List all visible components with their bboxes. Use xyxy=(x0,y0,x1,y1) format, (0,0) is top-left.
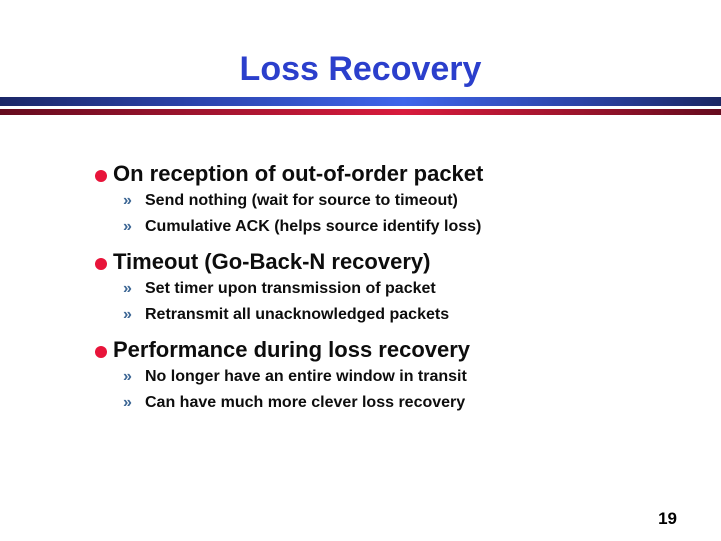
bullet-dot-icon xyxy=(95,258,107,270)
bullet-group: On reception of out-of-order packet » Se… xyxy=(95,160,706,240)
bullet-dot-icon xyxy=(95,346,107,358)
page-number: 19 xyxy=(658,509,677,528)
bullet-heading: Performance during loss recovery xyxy=(113,337,471,362)
sub-bullet-item: » No longer have an entire window in tra… xyxy=(95,364,706,390)
title-divider-blue-bar xyxy=(0,97,721,106)
slide-title: Loss Recovery xyxy=(239,50,482,88)
sub-bullet-label: Can have much more clever loss recovery xyxy=(145,394,466,411)
sub-bullet-item: » Send nothing (wait for source to timeo… xyxy=(95,188,706,214)
double-chevron-icon: » xyxy=(123,306,132,323)
bullet-group: Performance during loss recovery » No lo… xyxy=(95,336,706,416)
double-chevron-icon: » xyxy=(123,394,132,411)
bullet-heading-row: On reception of out-of-order packet xyxy=(95,160,706,188)
title-divider-red-bar xyxy=(0,109,721,115)
sub-bullet-item: » Cumulative ACK (helps source identify … xyxy=(95,214,706,240)
double-chevron-icon: » xyxy=(123,368,132,385)
bullet-heading: On reception of out-of-order packet xyxy=(113,161,484,186)
bullet-group: Timeout (Go-Back-N recovery) » Set timer… xyxy=(95,248,706,328)
bullet-heading: Timeout (Go-Back-N recovery) xyxy=(113,249,431,274)
sub-bullet-label: Set timer upon transmission of packet xyxy=(145,280,436,297)
bullet-heading-row: Timeout (Go-Back-N recovery) xyxy=(95,248,706,276)
double-chevron-icon: » xyxy=(123,218,132,235)
sub-bullet-item: » Retransmit all unacknowledged packets xyxy=(95,302,706,328)
sub-bullet-label: No longer have an entire window in trans… xyxy=(145,368,467,385)
bullet-heading-row: Performance during loss recovery xyxy=(95,336,706,364)
bullet-list: On reception of out-of-order packet » Se… xyxy=(95,160,706,424)
sub-bullet-label: Retransmit all unacknowledged packets xyxy=(145,306,450,323)
double-chevron-icon: » xyxy=(123,280,132,297)
bullet-dot-icon xyxy=(95,170,107,182)
double-chevron-icon: » xyxy=(123,192,132,209)
sub-bullet-item: » Set timer upon transmission of packet xyxy=(95,276,706,302)
sub-bullet-item: » Can have much more clever loss recover… xyxy=(95,390,706,416)
sub-bullet-label: Cumulative ACK (helps source identify lo… xyxy=(145,218,482,235)
sub-bullet-label: Send nothing (wait for source to timeout… xyxy=(145,192,458,209)
